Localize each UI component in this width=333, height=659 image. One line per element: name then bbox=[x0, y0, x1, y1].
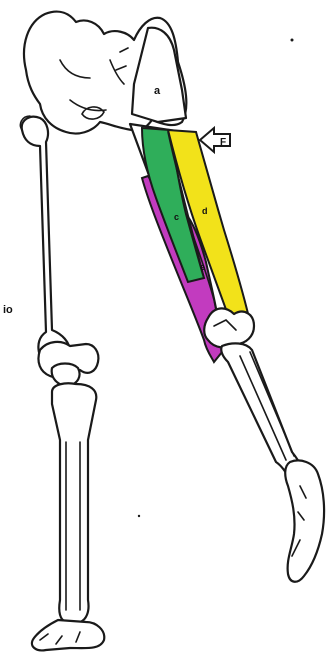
yellow-muscle-label: d bbox=[202, 206, 208, 216]
right-tibia bbox=[221, 343, 302, 480]
arrow-letter: F bbox=[220, 137, 226, 148]
right-knee bbox=[204, 308, 254, 347]
pelvis-label-a: a bbox=[154, 85, 161, 97]
left-foot bbox=[32, 620, 104, 650]
left-tibia bbox=[52, 383, 96, 622]
magenta-muscle-label: e bbox=[200, 262, 205, 272]
speck-1 bbox=[291, 39, 294, 42]
right-foot bbox=[285, 461, 324, 582]
speck-2 bbox=[138, 515, 140, 517]
left-femur bbox=[22, 117, 70, 356]
green-muscle-label: c bbox=[174, 212, 179, 222]
side-label-io: io bbox=[3, 304, 13, 316]
